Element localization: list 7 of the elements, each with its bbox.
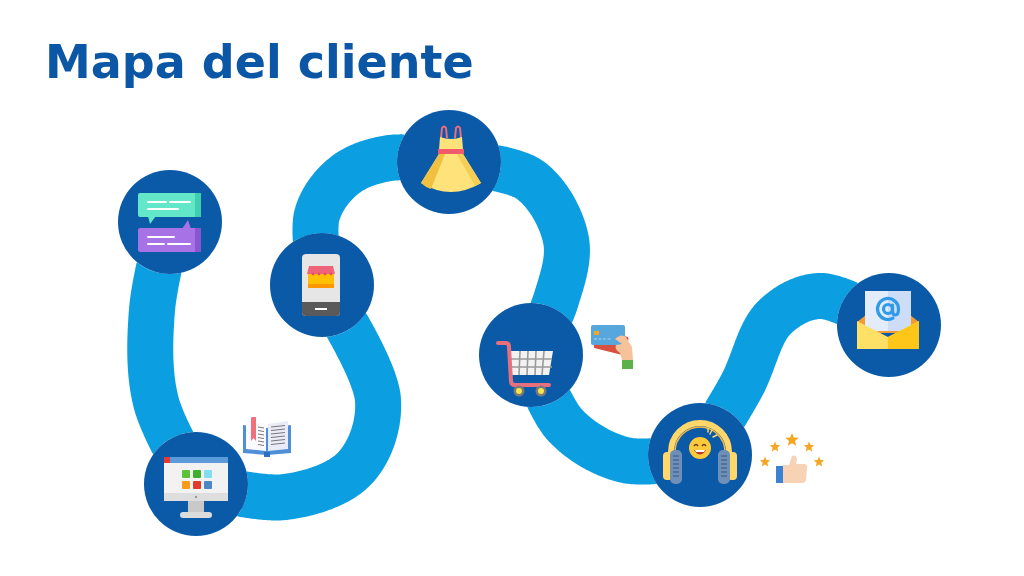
road-path (705, 273, 858, 428)
road-path (527, 389, 657, 485)
title: Mapa del cliente (45, 37, 474, 88)
road-path (237, 313, 402, 521)
road-path (492, 145, 590, 323)
road-path (127, 262, 194, 455)
road-path (292, 134, 405, 242)
